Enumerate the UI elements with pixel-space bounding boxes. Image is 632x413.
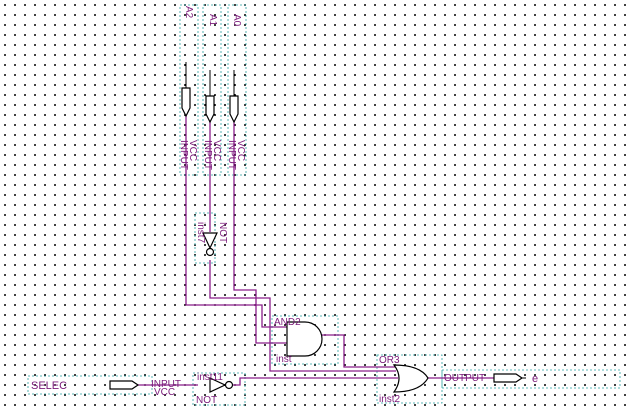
input-a1-box <box>202 4 222 176</box>
input-a1-pin[interactable] <box>205 70 215 124</box>
input-a1-type: INPUT <box>202 140 213 170</box>
not-bottom-inst: inst11 <box>197 372 223 383</box>
wire-a0-to-and[interactable] <box>233 118 287 344</box>
wire-not-to-or[interactable] <box>209 260 396 372</box>
or-gate-type: OR3 <box>379 355 400 366</box>
input-selec-value: VCC <box>154 387 175 398</box>
or-gate-inst: inst2 <box>379 394 401 405</box>
input-a1-value: VCC <box>211 140 222 161</box>
input-a1-name: A1 <box>207 14 218 27</box>
output-e-pin[interactable] <box>493 373 526 383</box>
or-gate[interactable] <box>392 364 429 393</box>
input-selec-pin[interactable] <box>109 380 140 390</box>
input-a2-box <box>179 4 199 176</box>
wire-and-to-or[interactable] <box>322 334 395 368</box>
input-a2-name: A2 <box>183 6 194 19</box>
input-a0-pin[interactable] <box>229 70 239 124</box>
input-selec-type: INPUT <box>151 379 181 390</box>
and-gate-inst: inst <box>276 354 292 365</box>
output-name: e <box>532 373 538 385</box>
not-bottom-box <box>192 372 246 406</box>
output-type: OUTPUT <box>444 373 485 384</box>
and-gate-type: AND2 <box>274 317 301 328</box>
not-top-inst: inst7 <box>195 222 206 244</box>
not-top-type: NOT <box>217 222 228 243</box>
output-e-box <box>441 369 621 389</box>
or-gate-box <box>376 354 443 404</box>
and-gate-box <box>271 315 339 365</box>
not-gate-bottom[interactable] <box>209 377 234 393</box>
input-a0-value: VCC <box>235 140 246 161</box>
input-a0-box <box>227 4 247 176</box>
not-bottom-type: NOT <box>196 395 217 406</box>
and-gate[interactable] <box>286 321 323 357</box>
not-gate-top[interactable] <box>202 232 218 257</box>
input-a2-type: INPUT <box>178 140 189 170</box>
wire-not-to-or-bottom[interactable] <box>233 377 398 386</box>
input-a0-name: A0 <box>231 14 242 27</box>
input-a0-type: INPUT <box>226 140 237 170</box>
input-a2-pin[interactable] <box>181 62 191 118</box>
input-selec-name: SELEC <box>31 380 67 392</box>
input-a2-value: VCC <box>187 140 198 161</box>
